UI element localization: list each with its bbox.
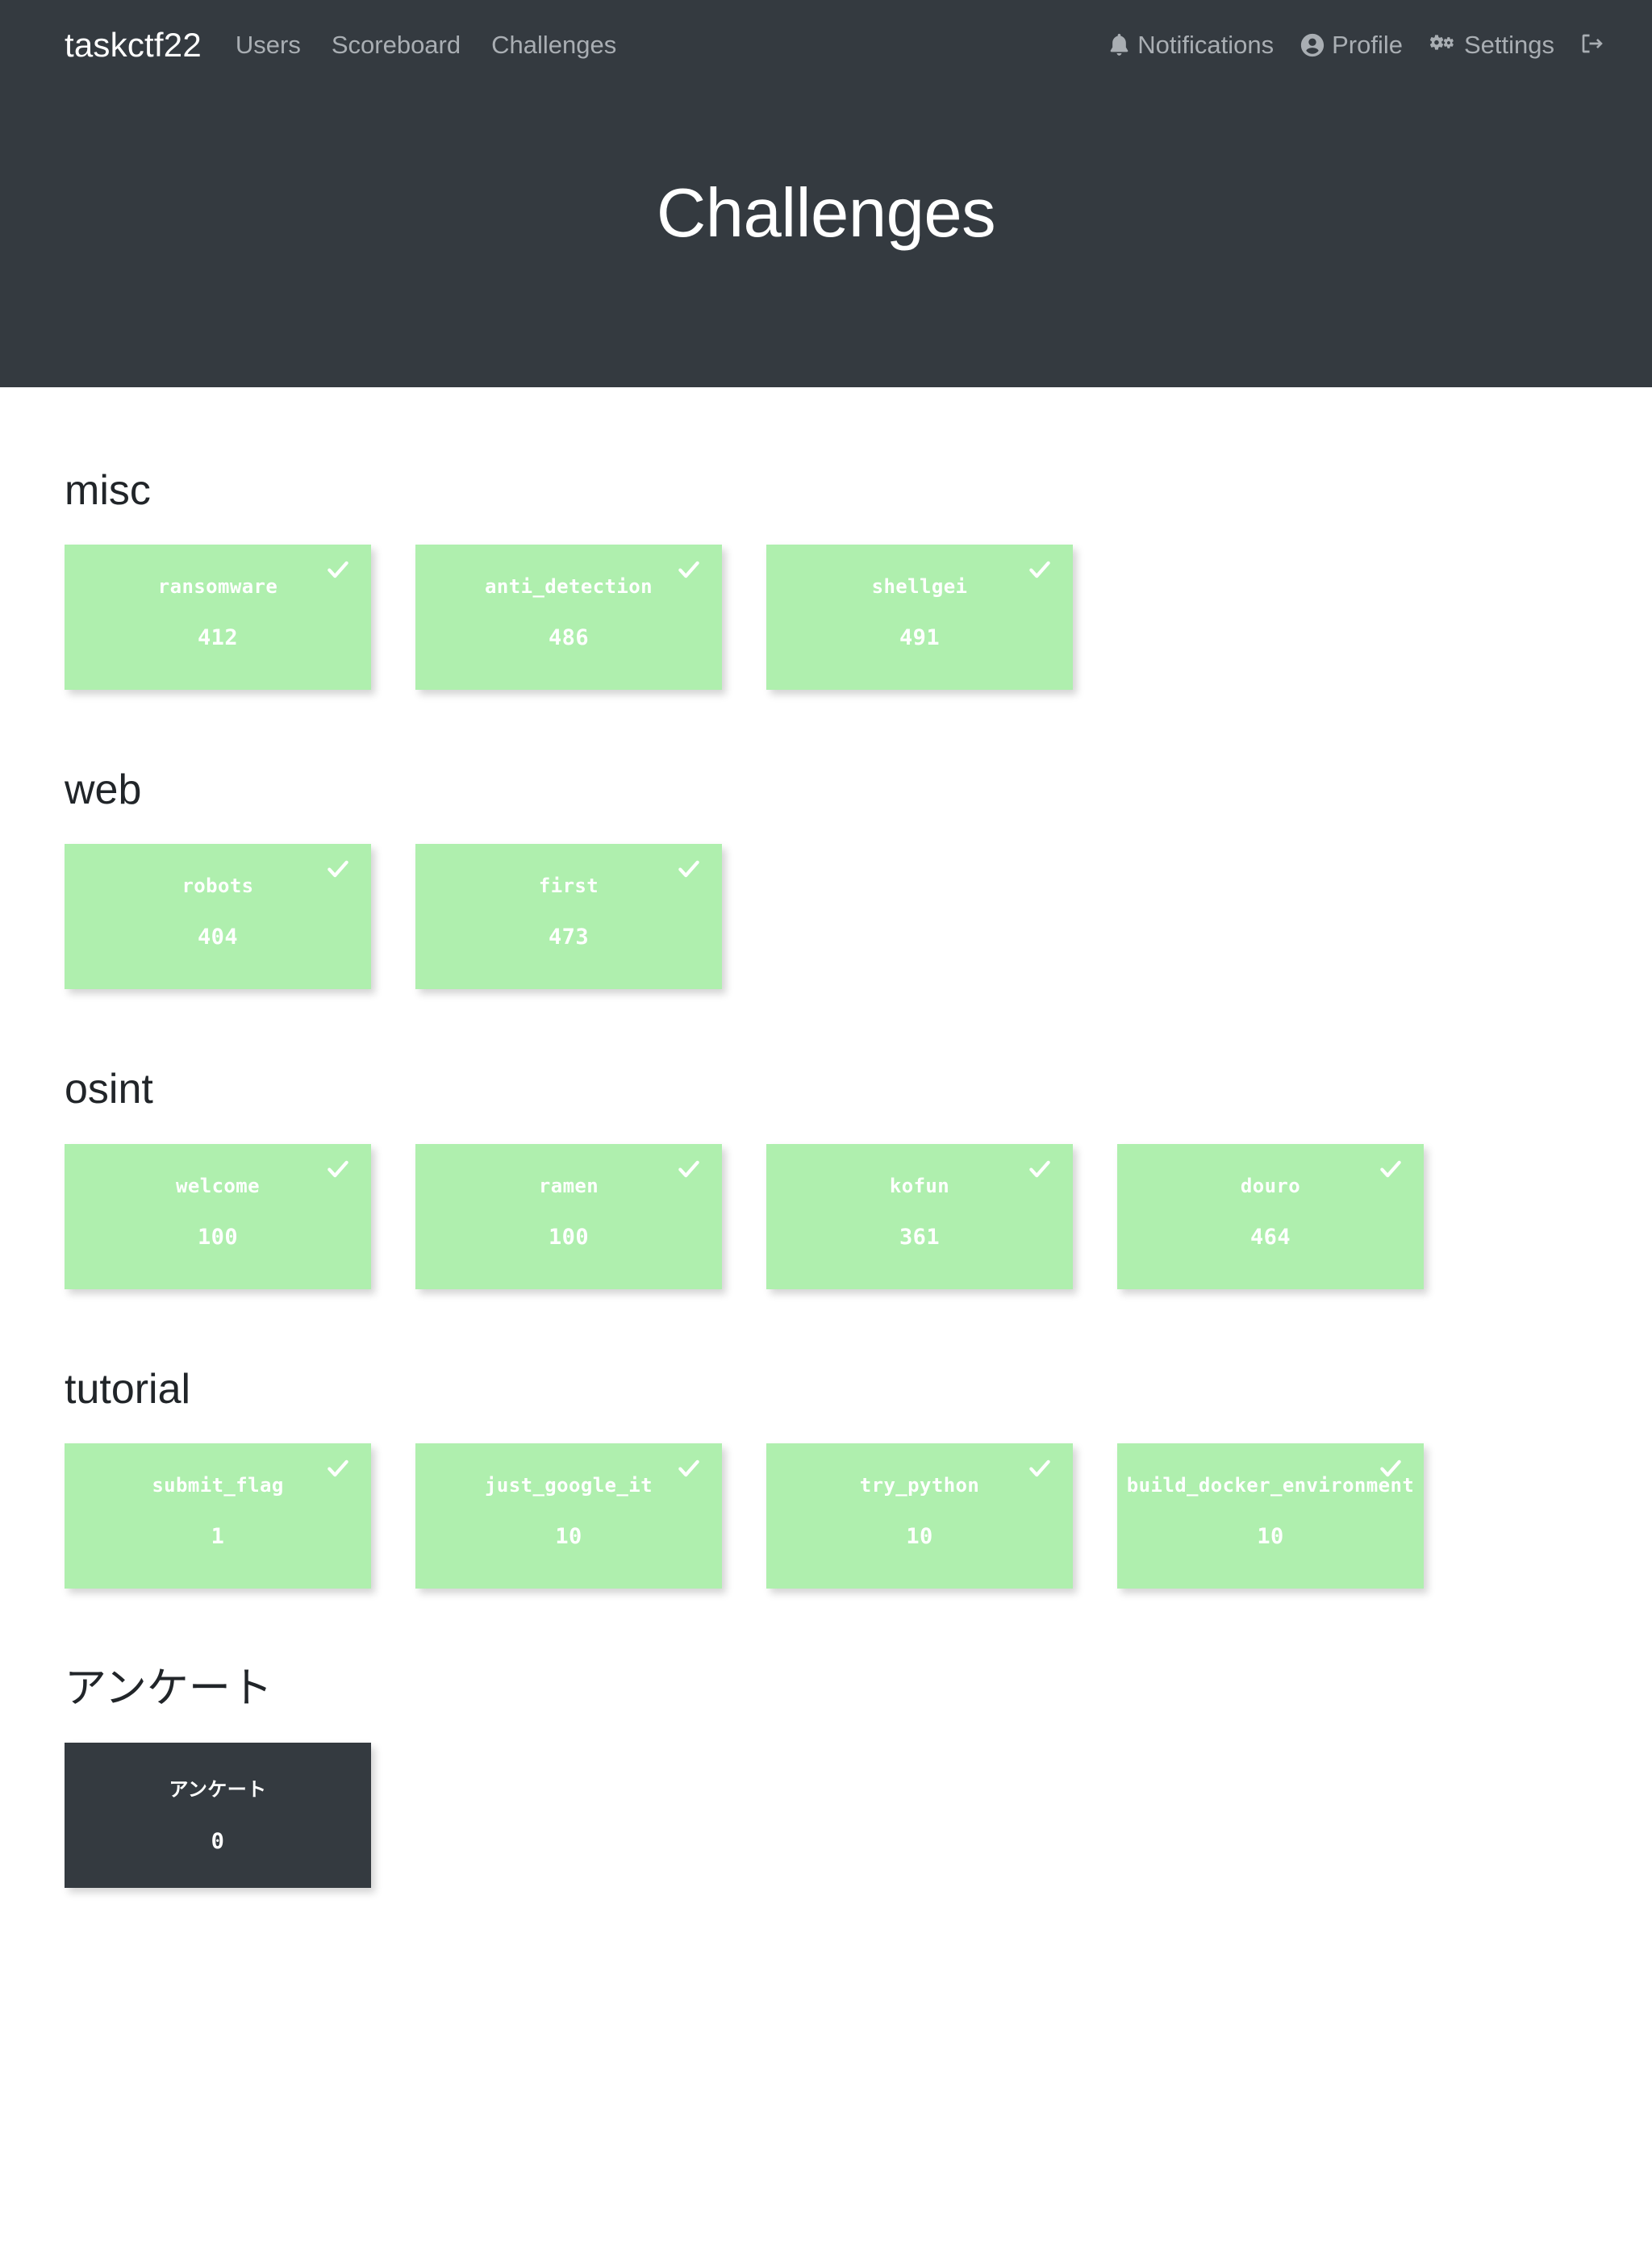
challenge-name: just_google_it bbox=[485, 1473, 653, 1497]
challenge-value: 100 bbox=[549, 1224, 589, 1250]
challenge-card-douro[interactable]: douro 464 bbox=[1117, 1143, 1424, 1289]
challenge-value: 10 bbox=[555, 1523, 582, 1549]
challenge-value: 0 bbox=[211, 1828, 225, 1854]
nav-link-profile[interactable]: Profile bbox=[1300, 31, 1403, 60]
category-title-osint: osint bbox=[65, 1066, 153, 1113]
category-web: web robots 404 first 473 bbox=[65, 766, 1587, 990]
solved-check-icon bbox=[1028, 1157, 1052, 1181]
challenge-value: 412 bbox=[198, 625, 238, 651]
challenge-card-shellgei[interactable]: shellgei 491 bbox=[766, 545, 1073, 691]
navbar-links: Users Scoreboard Challenges bbox=[236, 31, 616, 60]
nav-link-scoreboard[interactable]: Scoreboard bbox=[331, 31, 461, 59]
solved-check-icon bbox=[677, 1456, 701, 1480]
challenge-value: 473 bbox=[549, 925, 589, 950]
challenge-value: 10 bbox=[906, 1523, 933, 1549]
nav-label-profile: Profile bbox=[1332, 31, 1403, 59]
solved-check-icon bbox=[326, 557, 350, 582]
challenge-name: first bbox=[538, 875, 599, 898]
solved-check-icon bbox=[677, 557, 701, 582]
challenges-content: misc ransomware 412 anti_detection 486 s… bbox=[0, 387, 1652, 1888]
challenge-value: 464 bbox=[1250, 1224, 1291, 1250]
challenge-name: shellgei bbox=[871, 575, 968, 599]
challenge-name: ramen bbox=[538, 1174, 599, 1197]
solved-check-icon bbox=[1379, 1456, 1403, 1480]
challenge-card-ramen[interactable]: ramen 100 bbox=[415, 1143, 722, 1289]
nav-link-users[interactable]: Users bbox=[235, 31, 301, 59]
nav-label-settings: Settings bbox=[1463, 31, 1554, 59]
challenge-card-anti_detection[interactable]: anti_detection 486 bbox=[415, 545, 722, 691]
challenge-value: 1 bbox=[211, 1523, 225, 1549]
category-title-misc: misc bbox=[65, 467, 151, 514]
category-cards-enquete: アンケート 0 bbox=[65, 1742, 1587, 1888]
category-cards-tutorial: submit_flag 1 just_google_it 10 try_pyth… bbox=[65, 1443, 1587, 1589]
challenge-card-ransomware[interactable]: ransomware 412 bbox=[65, 545, 371, 691]
challenge-name: submit_flag bbox=[152, 1473, 284, 1497]
category-osint: osint welcome 100 ramen 100 kofun 361 bbox=[65, 1066, 1587, 1289]
challenge-value: 491 bbox=[899, 625, 940, 651]
category-enquete: アンケート アンケート 0 bbox=[65, 1664, 1587, 1888]
bell-icon bbox=[1108, 33, 1130, 57]
challenge-card-welcome[interactable]: welcome 100 bbox=[65, 1143, 371, 1289]
category-misc: misc ransomware 412 anti_detection 486 s… bbox=[65, 467, 1587, 691]
navbar-right-group: Notifications Profile Settings bbox=[1108, 31, 1612, 60]
category-cards-misc: ransomware 412 anti_detection 486 shellg… bbox=[65, 545, 1587, 691]
page-hero: Challenges bbox=[0, 90, 1652, 387]
solved-check-icon bbox=[326, 1456, 350, 1480]
solved-check-icon bbox=[677, 857, 701, 881]
spacer-tutorial bbox=[65, 1589, 1587, 1666]
user-circle-icon bbox=[1300, 33, 1325, 57]
challenge-value: 100 bbox=[198, 1224, 238, 1250]
challenge-card-build_docker_environment[interactable]: build_docker_environment 10 bbox=[1117, 1443, 1424, 1589]
challenge-name: welcome bbox=[176, 1174, 260, 1197]
nav-link-settings[interactable]: Settings bbox=[1429, 31, 1554, 60]
solved-check-icon bbox=[1379, 1157, 1403, 1181]
content-top-spacer bbox=[65, 387, 1587, 468]
solved-check-icon bbox=[326, 857, 350, 881]
challenge-card-submit_flag[interactable]: submit_flag 1 bbox=[65, 1443, 371, 1589]
navbar-brand[interactable]: taskctf22 bbox=[65, 26, 202, 64]
challenge-value: 404 bbox=[198, 925, 238, 950]
challenge-name: robots bbox=[181, 875, 254, 898]
solved-check-icon bbox=[326, 1157, 350, 1181]
challenge-card-just_google_it[interactable]: just_google_it 10 bbox=[415, 1443, 722, 1589]
nav-link-notifications[interactable]: Notifications bbox=[1108, 31, 1274, 60]
challenge-name: build_docker_environment bbox=[1126, 1473, 1415, 1497]
spacer-osint bbox=[65, 1289, 1587, 1367]
challenge-name: ransomware bbox=[157, 575, 278, 599]
challenge-name: kofun bbox=[889, 1174, 950, 1197]
challenge-name: anti_detection bbox=[485, 575, 653, 599]
spacer-misc bbox=[65, 690, 1587, 767]
navbar: taskctf22 Users Scoreboard Challenges No… bbox=[0, 0, 1652, 90]
cogs-icon bbox=[1429, 33, 1457, 57]
challenge-card-enquete[interactable]: アンケート 0 bbox=[65, 1742, 371, 1888]
nav-label-notifications: Notifications bbox=[1137, 31, 1274, 59]
solved-check-icon bbox=[1028, 557, 1052, 582]
challenge-name: douro bbox=[1240, 1174, 1301, 1197]
page-title: Challenges bbox=[656, 175, 996, 252]
category-cards-osint: welcome 100 ramen 100 kofun 361 bbox=[65, 1143, 1587, 1289]
nav-link-logout[interactable] bbox=[1581, 32, 1605, 59]
challenge-name: アンケート bbox=[169, 1777, 267, 1801]
challenge-card-kofun[interactable]: kofun 361 bbox=[766, 1143, 1073, 1289]
challenge-value: 486 bbox=[549, 625, 589, 651]
solved-check-icon bbox=[1028, 1456, 1052, 1480]
challenge-name: try_python bbox=[859, 1473, 980, 1497]
category-title-web: web bbox=[65, 766, 142, 814]
category-cards-web: robots 404 first 473 bbox=[65, 844, 1587, 990]
category-tutorial: tutorial submit_flag 1 just_google_it 10… bbox=[65, 1365, 1587, 1589]
challenge-card-robots[interactable]: robots 404 bbox=[65, 844, 371, 990]
challenge-value: 361 bbox=[899, 1224, 940, 1250]
challenge-card-first[interactable]: first 473 bbox=[415, 844, 722, 990]
solved-check-icon bbox=[677, 1157, 701, 1181]
challenge-value: 10 bbox=[1257, 1523, 1284, 1549]
category-title-enquete: アンケート bbox=[65, 1664, 273, 1712]
category-title-tutorial: tutorial bbox=[65, 1365, 191, 1413]
sign-out-icon bbox=[1581, 32, 1605, 59]
challenge-card-try_python[interactable]: try_python 10 bbox=[766, 1443, 1073, 1589]
nav-link-challenges[interactable]: Challenges bbox=[491, 31, 617, 59]
spacer-web bbox=[65, 989, 1587, 1067]
